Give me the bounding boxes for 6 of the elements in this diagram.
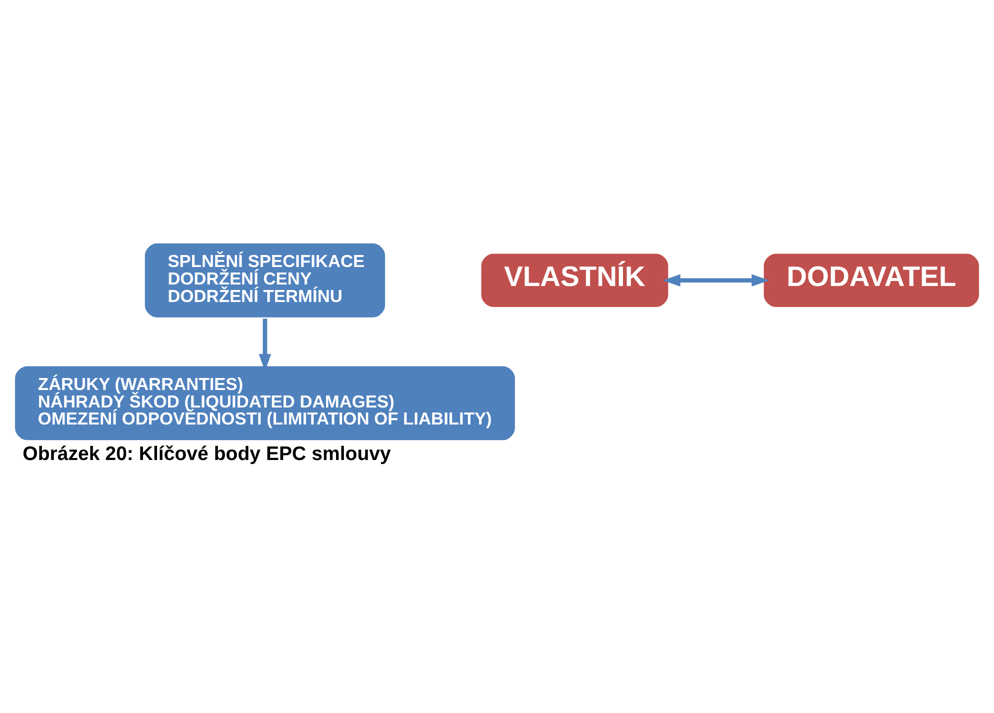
- node-box: DODAVATEL: [762, 251, 982, 309]
- caption: Obrázek 20: Klíčové body EPC smlouvy: [22, 442, 391, 465]
- node-box: ZÁRUKY (WARRANTIES) NÁHRADY ŠKOD (LIQUIDATED DAMAGES) OMEZENÍ ODPOVĚDNOSTI (LIMITATION OF LIABILITY): [12, 364, 518, 442]
- node-box: SPLNĚNÍ SPECIFIKACE DODRŽENÍ CENY DODRŽENÍ TERMÍNU: [142, 240, 388, 319]
- arrow: [662, 274, 770, 286]
- node-box: VLASTNÍK: [479, 251, 670, 309]
